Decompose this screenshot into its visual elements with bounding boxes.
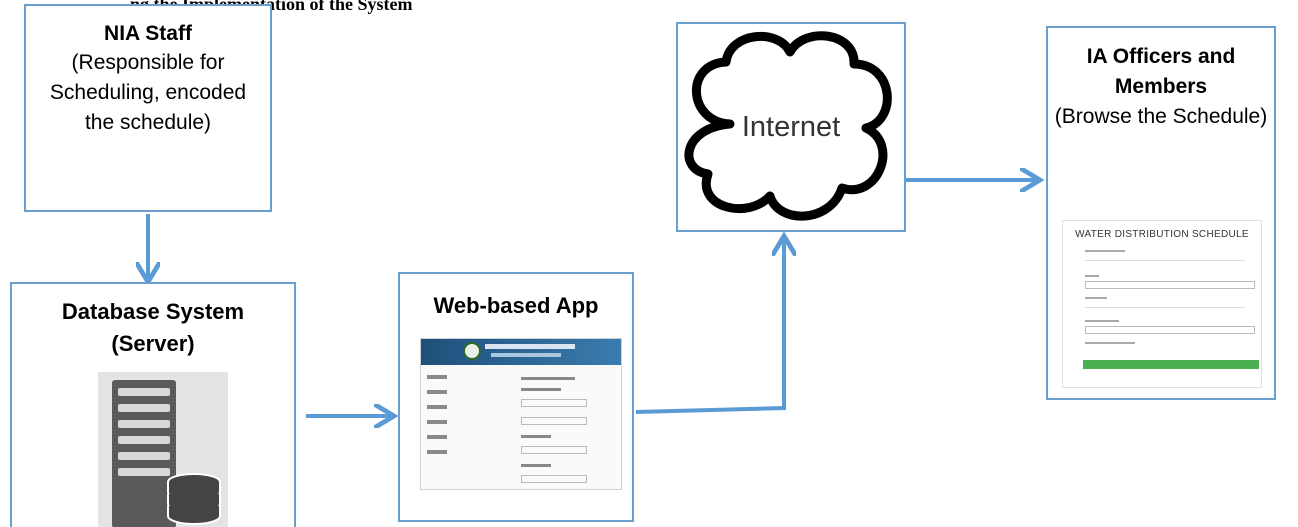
- node-ia-officers: IA Officers and Members (Browse the Sche…: [1046, 26, 1276, 400]
- node-description: (Browse the Schedule): [1054, 105, 1268, 128]
- screenshot-title: WATER DISTRIBUTION SCHEDULE: [1075, 229, 1249, 240]
- arrow-webapp-to-internet: [635, 240, 784, 414]
- view-schedule-button: [1083, 360, 1259, 369]
- node-internet: Internet: [676, 22, 906, 232]
- node-title-line2: (Server): [111, 331, 195, 356]
- node-title: IA Officers and Members: [1086, 45, 1236, 98]
- server-database-icon: [98, 372, 228, 527]
- node-web-based-app: Web-based App: [398, 272, 634, 522]
- node-nia-staff: NIA Staff (Responsible for Scheduling, e…: [24, 4, 272, 212]
- node-database-system: Database System (Server): [10, 282, 296, 527]
- web-app-screenshot: [420, 338, 622, 490]
- internet-label: Internet: [742, 111, 840, 143]
- node-title: Web-based App: [433, 293, 599, 318]
- node-title: Database System (Server): [12, 296, 294, 360]
- schedule-screenshot: WATER DISTRIBUTION SCHEDULE: [1062, 220, 1262, 388]
- node-description: (Responsible for Scheduling, encoded the…: [49, 51, 247, 134]
- cloud-icon: Internet: [684, 31, 892, 221]
- node-title: NIA Staff: [104, 22, 192, 45]
- node-title-line1: Database System: [61, 299, 245, 324]
